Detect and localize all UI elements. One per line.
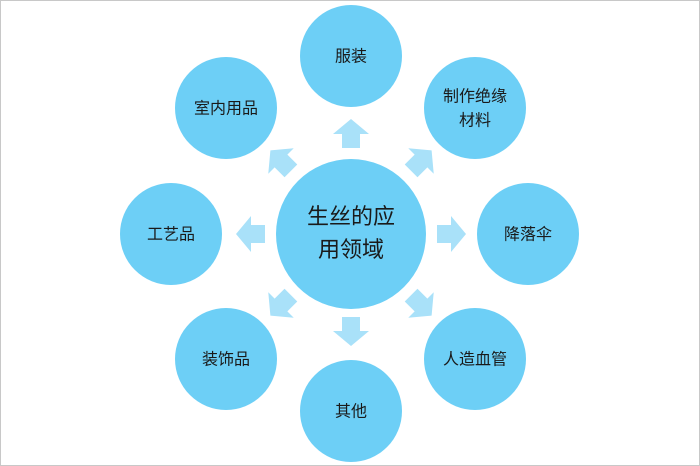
node-4: 其他 (300, 360, 402, 462)
node-1-label: 制作绝缘 (443, 87, 507, 106)
node-3-label: 人造血管 (443, 350, 507, 369)
node-6-label: 工艺品 (147, 225, 195, 244)
node-7: 室内用品 (175, 57, 277, 159)
arrow-icon (333, 317, 369, 346)
node-2-circle (477, 183, 579, 285)
node-7-label: 室内用品 (194, 99, 258, 118)
node-3: 人造血管 (424, 308, 526, 410)
node-7-circle (175, 57, 277, 159)
node-5-circle (175, 308, 277, 410)
node-5-label: 装饰品 (202, 350, 250, 369)
node-0: 服装 (300, 5, 402, 107)
node-6: 工艺品 (120, 183, 222, 285)
node-0-circle (300, 5, 402, 107)
arrow-icon (404, 288, 434, 318)
node-1-label: 材料 (459, 111, 491, 130)
node-6-circle (120, 183, 222, 285)
arrow-icon (404, 148, 434, 178)
node-2-label: 降落伞 (504, 225, 552, 244)
center-node-circle (276, 159, 426, 309)
center-node-label: 生丝的应 (307, 205, 395, 230)
node-3-circle (424, 308, 526, 410)
arrow-icon (437, 216, 466, 252)
node-4-circle (300, 360, 402, 462)
node-2: 降落伞 (477, 183, 579, 285)
arrow-icon (268, 288, 298, 318)
arrow-icon (236, 216, 265, 252)
arrow-icon (333, 119, 369, 148)
node-5: 装饰品 (175, 308, 277, 410)
arrow-icon (268, 148, 298, 178)
node-1-circle (424, 57, 526, 159)
node-0-label: 服装 (335, 47, 367, 66)
node-4-label: 其他 (335, 402, 367, 421)
center-node-label: 用领域 (318, 238, 384, 263)
